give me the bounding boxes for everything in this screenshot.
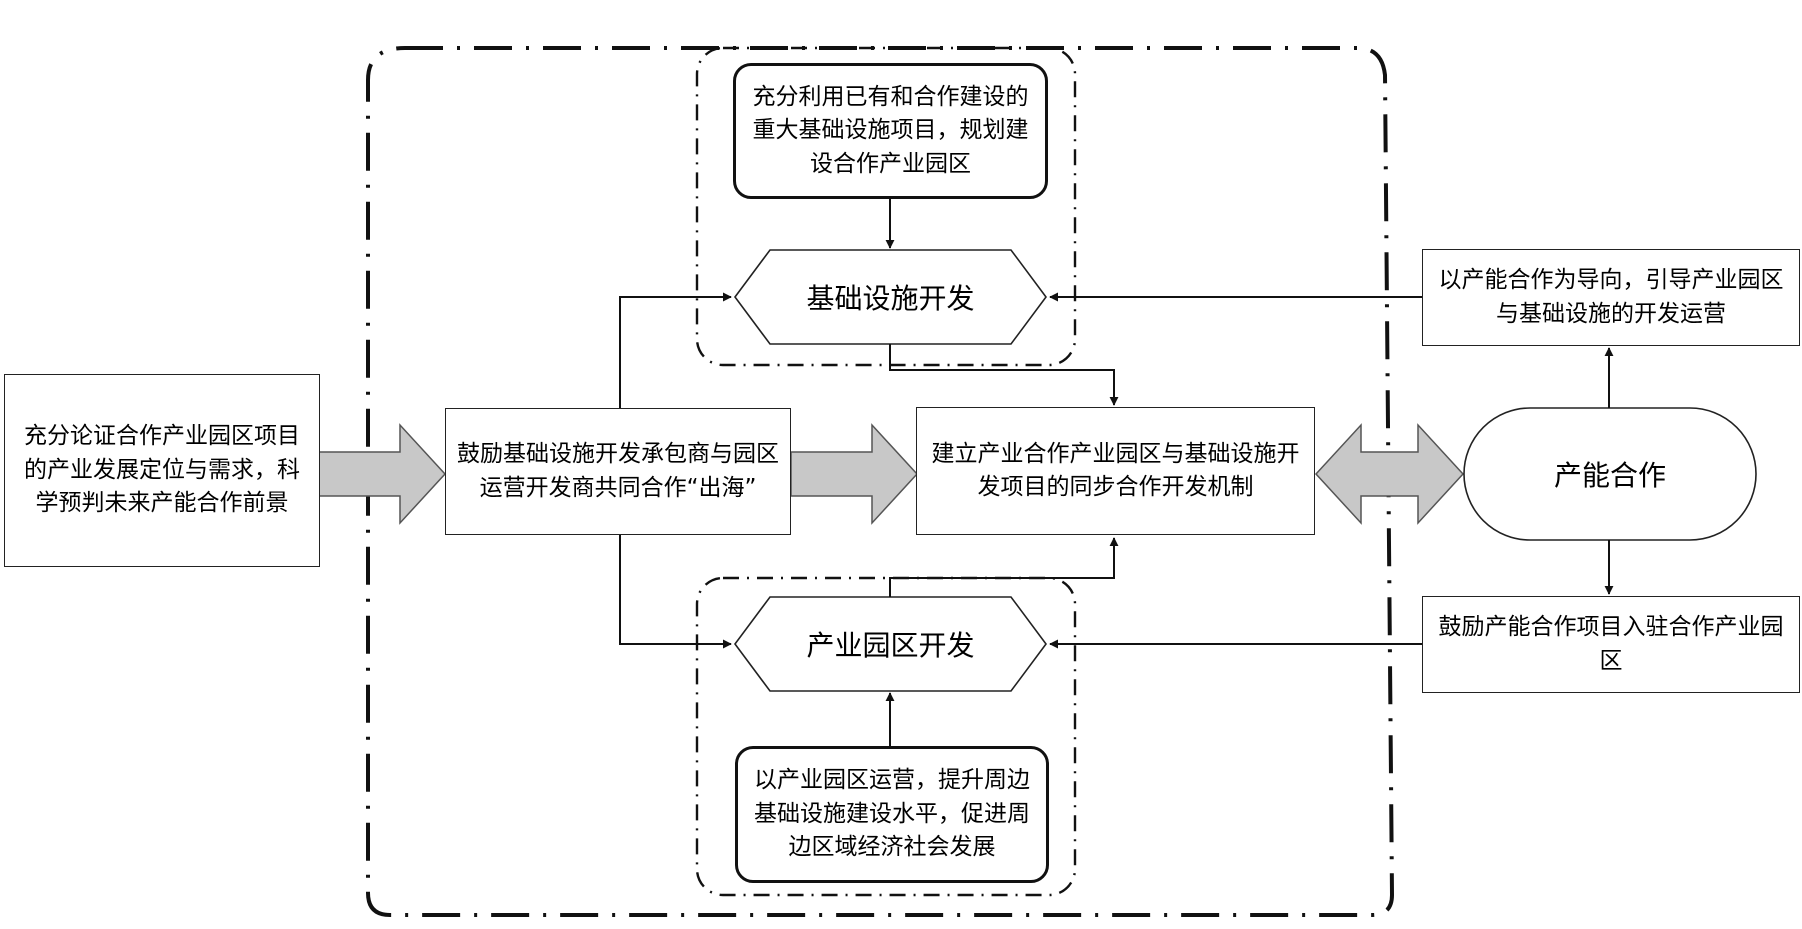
top-box-text: 充分利用已有和合作建设的重大基础设施项目，规划建设合作产业园区 bbox=[752, 83, 1029, 177]
right-top-box: 以产能合作为导向，引导产业园区与基础设施的开发运营 bbox=[1422, 249, 1800, 346]
left-box: 充分论证合作产业园区项目的产业发展定位与需求，科学预判未来产能合作前景 bbox=[4, 374, 320, 567]
right-bottom-box: 鼓励产能合作项目入驻合作产业园区 bbox=[1422, 596, 1800, 693]
outer-dashdot-frame bbox=[366, 46, 1395, 917]
park-hex-text: 产业园区开发 bbox=[806, 629, 975, 662]
encourage-box-text: 鼓励基础设施开发承包商与园区运营开发商共同合作“出海” bbox=[457, 441, 779, 501]
top-rounded-box: 充分利用已有和合作建设的重大基础设施项目，规划建设合作产业园区 bbox=[733, 63, 1048, 199]
block-arrow-center-capacity-bidirectional bbox=[1314, 423, 1465, 525]
bottom-box-text: 以产业园区运营，提升周边基础设施建设水平，促进周边区域经济社会发展 bbox=[754, 767, 1030, 861]
center-box-text: 建立产业合作产业园区与基础设施开发项目的同步合作开发机制 bbox=[931, 440, 1300, 500]
left-box-text: 充分论证合作产业园区项目的产业发展定位与需求，科学预判未来产能合作前景 bbox=[24, 423, 300, 517]
infra-hexagon bbox=[734, 249, 1047, 345]
infra-hex-label: 基础设施开发 bbox=[770, 250, 1011, 344]
park-hex-label: 产业园区开发 bbox=[770, 597, 1011, 691]
top-dashdot-group bbox=[695, 46, 1077, 367]
block-arrow-left-to-encourage bbox=[318, 423, 447, 525]
arrow-encourage-to-park bbox=[619, 535, 732, 649]
capacity-pill-text: 产能合作 bbox=[1553, 459, 1666, 492]
infra-hex-text: 基础设施开发 bbox=[806, 282, 975, 315]
right-bottom-box-text: 鼓励产能合作项目入驻合作产业园区 bbox=[1438, 614, 1784, 674]
right-top-box-text: 以产能合作为导向，引导产业园区与基础设施的开发运营 bbox=[1438, 267, 1784, 327]
bottom-dashdot-group bbox=[695, 576, 1077, 897]
arrow-encourage-to-infra bbox=[619, 292, 732, 420]
encourage-box: 鼓励基础设施开发承包商与园区运营开发商共同合作“出海” bbox=[445, 408, 791, 535]
bottom-rounded-box: 以产业园区运营，提升周边基础设施建设水平，促进周边区域经济社会发展 bbox=[735, 746, 1049, 883]
capacity-pill-label: 产能合作 bbox=[1464, 408, 1756, 540]
block-arrow-encourage-to-center bbox=[790, 423, 919, 525]
arrow-infra-to-center bbox=[889, 344, 1119, 406]
center-box: 建立产业合作产业园区与基础设施开发项目的同步合作开发机制 bbox=[916, 407, 1315, 535]
arrow-park-to-center bbox=[889, 537, 1119, 597]
park-hexagon bbox=[734, 596, 1047, 692]
